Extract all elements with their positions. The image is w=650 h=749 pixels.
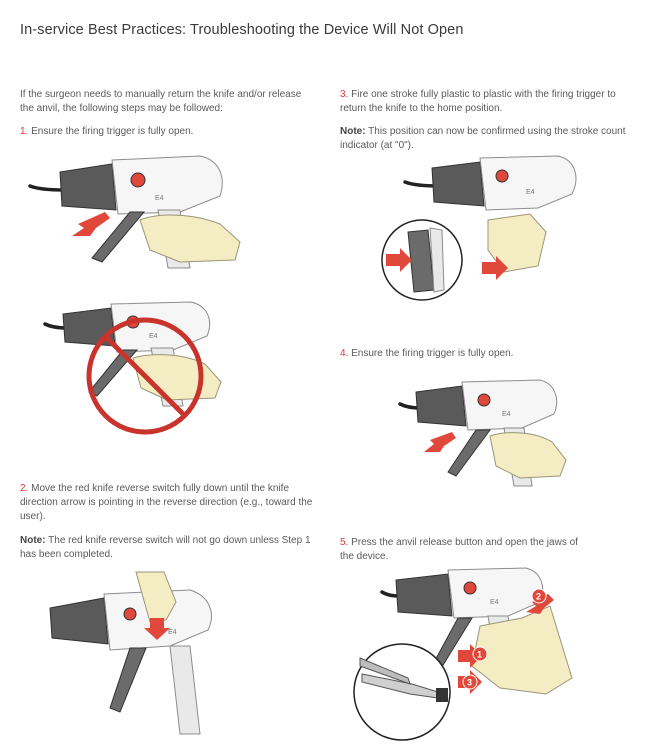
device-label-3: E4 <box>168 629 177 636</box>
note-2-text: This position can now be confirmed using… <box>340 126 626 151</box>
note-2-label: Note: <box>340 126 366 137</box>
step-5-number: 5. <box>340 537 349 548</box>
figure-step-2: E4 <box>49 571 212 735</box>
step-3-number: 3. <box>340 89 349 100</box>
callout-1-badge <box>472 646 488 662</box>
squeeze-arrow-icon-2 <box>482 256 508 280</box>
step-1-text: Ensure the firing trigger is fully open. <box>28 126 194 137</box>
step-3-text: Fire one stroke fully plastic to plastic… <box>340 89 616 114</box>
device-label-1: E4 <box>155 195 164 202</box>
open-arrow-icon-2 <box>424 432 456 452</box>
step-4-text: Ensure the firing trigger is fully open. <box>348 348 514 359</box>
open-arrow-icon <box>72 212 110 236</box>
squeeze-arrow-icon <box>386 248 412 272</box>
figure-step-1: E4 <box>28 155 241 269</box>
prohibited-icon <box>86 317 204 435</box>
callout-1-label: 1 <box>477 650 482 660</box>
callout-3-badge <box>462 674 478 690</box>
note-1: Note: The red knife reverse switch will … <box>20 534 316 562</box>
note-1-label: Note: <box>20 535 46 546</box>
down-arrow-icon <box>144 618 170 640</box>
figure-step-3: E4 <box>381 155 577 301</box>
step-2-text: Move the red knife reverse switch fully … <box>20 483 313 522</box>
step-4-number: 4. <box>340 348 349 359</box>
step-2: 2. Move the red knife reverse switch ful… <box>20 482 316 524</box>
step-4: 4. Ensure the firing trigger is fully op… <box>340 347 634 361</box>
step-1: 1. Ensure the firing trigger is fully op… <box>20 125 312 139</box>
figure-step-5: E4 2 1 3 <box>353 567 573 741</box>
figure-step-4: E4 <box>398 379 567 487</box>
callout-3-label: 3 <box>467 678 472 688</box>
step-5: 5. Press the anvil release button and op… <box>340 536 590 564</box>
step-5-text: Press the anvil release button and open … <box>340 537 578 562</box>
step-1-number: 1. <box>20 126 29 137</box>
step-2-number: 2. <box>20 483 29 494</box>
device-label-5: E4 <box>502 411 511 418</box>
page-title: In-service Best Practices: Troubleshooti… <box>20 22 464 38</box>
device-label-2: E4 <box>149 333 158 340</box>
device-label-4: E4 <box>526 189 535 196</box>
callout-2-label: 2 <box>536 592 541 602</box>
device-label-6: E4 <box>490 599 499 606</box>
callout-2-badge <box>531 588 547 604</box>
note-1-text: The red knife reverse switch will not go… <box>20 535 311 560</box>
step-3: 3. Fire one stroke fully plastic to plas… <box>340 88 634 116</box>
press-arrow-icon-2 <box>526 594 554 614</box>
intro-text: If the surgeon needs to manually return … <box>20 89 302 114</box>
figure-prohibited: E4 <box>43 301 222 435</box>
note-2: Note: This position can now be confirmed… <box>340 125 634 153</box>
